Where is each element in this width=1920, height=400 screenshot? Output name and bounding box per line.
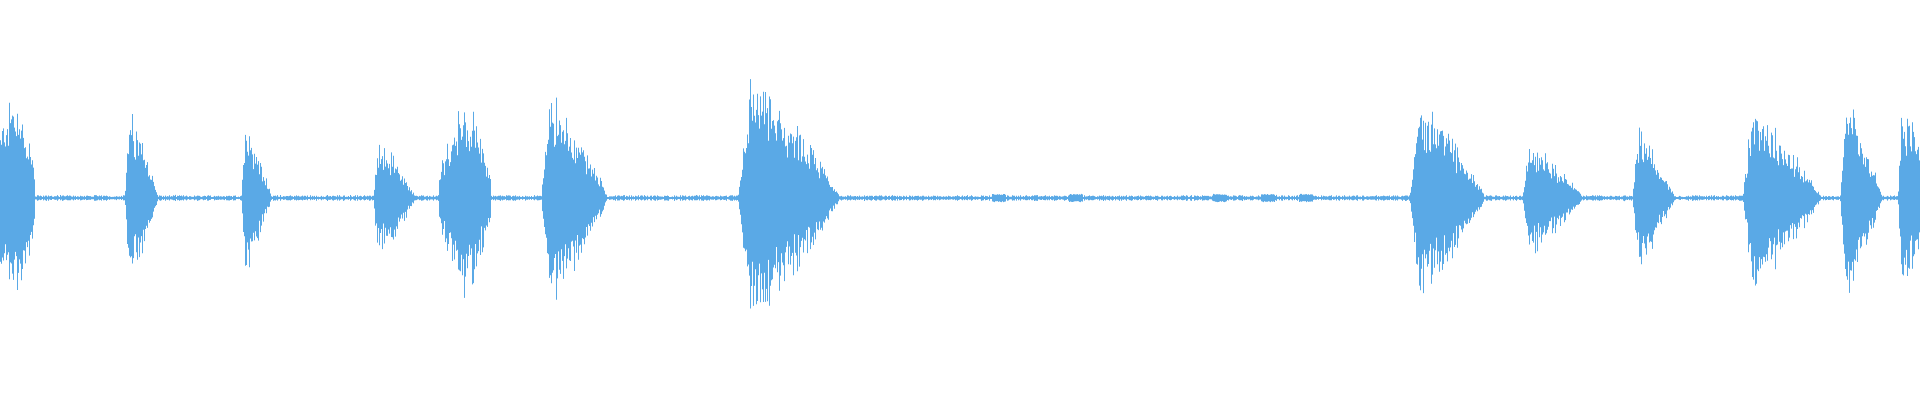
- waveform-segment-3: [241, 125, 277, 271]
- waveform-segment-12: [1840, 100, 1891, 297]
- waveform-segment-1: [2, 100, 42, 297]
- waveform-segment-13: [1898, 102, 1920, 294]
- waveform-path: [0, 79, 1920, 309]
- waveform-segment-11: [1743, 110, 1838, 285]
- waveform-segment-2: [125, 114, 165, 282]
- waveform-segment-4: [373, 139, 424, 257]
- waveform-segment-8: [1410, 100, 1501, 297]
- waveform-segment-10: [1633, 131, 1684, 265]
- waveform-segments: [0, 78, 1920, 318]
- waveform-segment-7: [738, 78, 862, 318]
- waveform-segment-5: [451, 98, 498, 297]
- waveform-segment-9: [1523, 143, 1596, 253]
- waveform-segment-6: [541, 95, 621, 301]
